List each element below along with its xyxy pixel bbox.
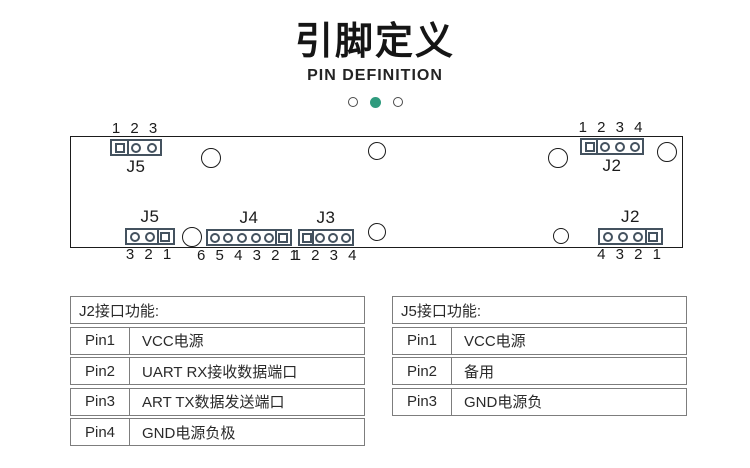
connector-j4-bottom-name: J4 xyxy=(239,208,259,227)
connector-j5-top-pin-numbers: 1 2 3 xyxy=(111,120,161,137)
connector-j5-bottom-name: J5 xyxy=(140,207,160,226)
desc-cell: GND电源负 xyxy=(464,394,543,411)
table-row: Pin1 VCC电源 xyxy=(392,326,687,355)
pin-circle-icon xyxy=(602,231,613,242)
carousel-dot[interactable] xyxy=(369,97,381,108)
pin-square-icon xyxy=(648,231,659,242)
connector-j4-bottom-pin-numbers: 6 5 4 3 2 1 xyxy=(197,247,301,264)
desc-cell: ART TX数据发送端口 xyxy=(142,394,285,411)
mounting-hole xyxy=(553,228,569,244)
mounting-hole xyxy=(368,223,386,241)
table-row: Pin3 ART TX数据发送端口 xyxy=(70,387,365,416)
pin-circle-icon xyxy=(629,141,640,152)
pin-cell: Pin2 xyxy=(71,358,130,384)
pin-circle-icon xyxy=(223,232,234,243)
mounting-hole xyxy=(182,227,202,247)
connector-j2-bottom xyxy=(598,228,663,245)
connector-j3-bottom-pin-numbers: 1 2 3 4 xyxy=(292,247,360,264)
pin-circle-icon xyxy=(614,141,625,152)
desc-cell: VCC电源 xyxy=(142,333,204,350)
pin-table-j2: J2接口功能: Pin1 VCC电源 Pin2 UART RX接收数据端口 Pin3 ART… xyxy=(70,296,365,449)
pin-circle-icon xyxy=(599,141,610,152)
pin-cell: Pin1 xyxy=(71,327,130,354)
pin-cell: Pin2 xyxy=(393,358,452,384)
pin-circle-icon xyxy=(144,231,155,242)
pin-circle-icon xyxy=(327,232,338,243)
desc-cell: UART RX接收数据端口 xyxy=(142,363,298,381)
pin1-divider xyxy=(596,140,598,153)
pin-circle-icon xyxy=(314,232,325,243)
connector-j2-bottom-name: J2 xyxy=(621,207,640,226)
desc-cell: 备用 xyxy=(464,363,495,381)
page-header: 引脚定义 PIN DEFINITION xyxy=(0,0,750,108)
mounting-hole xyxy=(201,148,221,168)
pin-circle-icon xyxy=(264,232,275,243)
pin-circle-icon xyxy=(129,231,140,242)
pin-circle-icon xyxy=(617,231,628,242)
connector-j2-bottom-pin-numbers: 4 3 2 1 xyxy=(597,246,664,263)
pin-square-icon xyxy=(584,141,595,152)
desc-cell: GND电源负极 xyxy=(142,424,236,442)
connector-j5-top xyxy=(110,139,162,156)
pin-circle-icon xyxy=(237,232,248,243)
pin-square-icon xyxy=(278,232,289,243)
table-row: Pin2 备用 xyxy=(392,357,687,385)
pin1-divider xyxy=(126,141,129,154)
carousel-dots xyxy=(0,97,750,108)
connector-j2-top xyxy=(580,138,644,155)
table-row: Pin4 GND电源负极 xyxy=(70,418,365,446)
pin1-divider xyxy=(275,231,278,244)
connector-j2-top-pin-numbers: 1 2 3 4 xyxy=(578,119,646,136)
connector-j2-top-name: J2 xyxy=(602,156,622,175)
pin-cell: Pin1 xyxy=(393,327,452,354)
pin-circle-icon xyxy=(340,232,351,243)
pin-cell: Pin4 xyxy=(71,419,130,445)
connector-j5-bottom-pin-numbers: 3 2 1 xyxy=(125,246,175,263)
pin-circle-icon xyxy=(209,232,220,243)
mounting-hole xyxy=(548,148,568,168)
pin-circle-icon xyxy=(131,142,141,153)
table-row: Pin3 GND电源负 xyxy=(392,387,687,416)
pin-square-icon xyxy=(115,142,125,153)
connector-j3-bottom xyxy=(298,229,354,246)
pin1-divider xyxy=(644,230,647,243)
connector-j5-bottom xyxy=(125,228,175,245)
table-row: Pin2 UART RX接收数据端口 xyxy=(70,357,365,385)
table-row: Pin1 VCC电源 xyxy=(70,326,365,355)
mounting-hole xyxy=(368,142,386,160)
pin1-divider xyxy=(156,230,159,243)
desc-cell: VCC电源 xyxy=(464,333,526,350)
pin-square-icon xyxy=(301,232,312,243)
carousel-dot[interactable] xyxy=(392,97,403,107)
connector-j3-bottom-name: J3 xyxy=(316,208,336,227)
connector-j4-bottom xyxy=(206,229,292,246)
pin-circle-icon xyxy=(250,232,261,243)
pin1-divider xyxy=(312,231,314,244)
pin-table-j5: J5接口功能: Pin1 VCC电源 Pin2 备用 Pin3 GND电源负 xyxy=(392,296,687,418)
page-title: 引脚定义 xyxy=(294,21,455,63)
pin-circle-icon xyxy=(147,142,157,153)
pin-circle-icon xyxy=(633,231,644,242)
page-subtitle: PIN DEFINITION xyxy=(307,67,443,84)
table-title: J2接口功能: xyxy=(70,296,365,324)
pin-square-icon xyxy=(160,231,171,242)
pin-cell: Pin3 xyxy=(71,388,130,415)
carousel-dot[interactable] xyxy=(347,97,358,107)
board-diagram: 1 2 3 J5 1 2 3 4 J2 3 2 1 J5 6 5 4 3 2 1 J4 1 2 … xyxy=(70,119,683,264)
table-title: J5接口功能: xyxy=(392,296,687,324)
pin-cell: Pin3 xyxy=(393,388,452,415)
connector-j5-top-name: J5 xyxy=(126,157,146,176)
mounting-hole xyxy=(657,142,677,162)
